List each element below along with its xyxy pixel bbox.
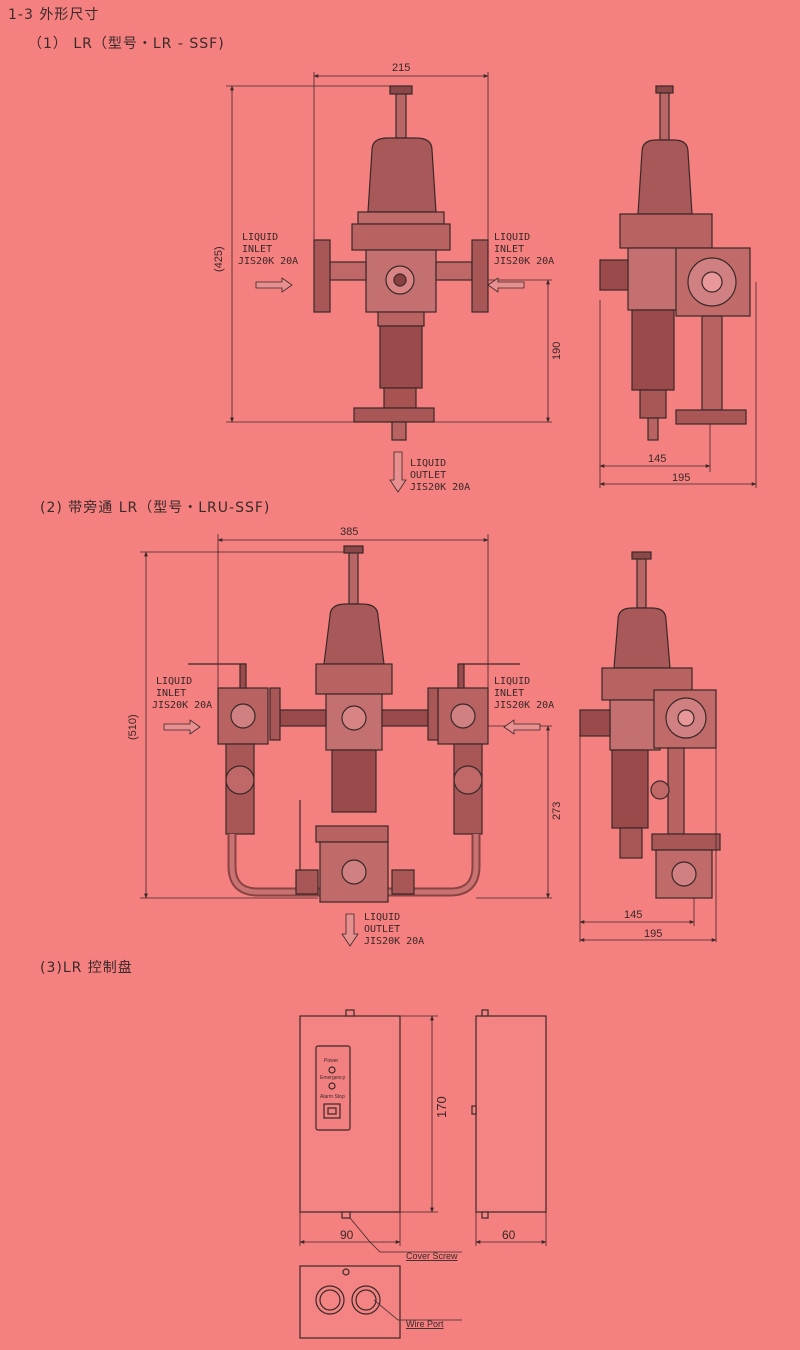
fig2-dim-height: (510) — [127, 714, 139, 740]
part3-heading: (3)LR 控制盘 — [40, 960, 133, 976]
svg-text:OUTLET: OUTLET — [364, 924, 400, 935]
fig1-outlet-label: LIQUID OUTLET JIS20K 20A — [410, 458, 470, 493]
svg-text:JIS20K 20A: JIS20K 20A — [238, 256, 298, 267]
fig2-front-view — [188, 545, 520, 903]
fig3-dimensions — [299, 1015, 547, 1321]
svg-text:LIQUID: LIQUID — [156, 676, 192, 687]
svg-text:LIQUID: LIQUID — [242, 232, 278, 243]
svg-text:INLET: INLET — [494, 688, 524, 699]
svg-text:INLET: INLET — [242, 244, 272, 255]
panel-alarm-label: Alarm Stop — [320, 1094, 345, 1100]
svg-text:JIS20K 20A: JIS20K 20A — [494, 700, 554, 711]
fig2-dim-width: 385 — [340, 526, 358, 538]
fig3-dim-depth: 60 — [502, 1228, 516, 1242]
fig1-dim-side-b: 195 — [672, 472, 690, 484]
fig3-dim-height: 170 — [434, 1096, 449, 1118]
fig2-inlet-left-label: LIQUID INLET JIS20K 20A — [152, 676, 212, 711]
fig2-dim-side-b: 195 — [644, 928, 662, 940]
fig1-side-dimensions — [599, 282, 757, 488]
part2-heading: (2) 带旁通 LR（型号・LRU-SSF) — [40, 500, 271, 516]
fig3-control-panel — [299, 1009, 547, 1339]
fig1-dim-width: 215 — [392, 62, 410, 74]
svg-text:INLET: INLET — [494, 244, 524, 255]
fig2-side-view — [579, 551, 721, 899]
fig1-dim-height: (425) — [213, 246, 225, 272]
svg-text:LIQUID: LIQUID — [494, 676, 530, 687]
fig2-outlet-label: LIQUID OUTLET JIS20K 20A — [364, 912, 424, 947]
fig2-dim-side-a: 145 — [624, 909, 642, 921]
fig3-dim-width: 90 — [340, 1228, 354, 1242]
wire-port-label: Wire Port — [406, 1319, 444, 1329]
fig1-front-view — [313, 85, 489, 441]
fig2-dim-outlet: 273 — [551, 802, 563, 820]
svg-text:LIQUID: LIQUID — [364, 912, 400, 923]
svg-text:JIS20K 20A: JIS20K 20A — [152, 700, 212, 711]
section-title: 1-3 外形尺寸 — [8, 7, 100, 23]
svg-text:JIS20K 20A: JIS20K 20A — [494, 256, 554, 267]
fig1-dim-side-a: 145 — [648, 453, 666, 465]
fig1-side-view — [599, 85, 751, 441]
fig1-dim-outlet: 190 — [551, 342, 563, 360]
fig2-inlet-right-label: LIQUID INLET JIS20K 20A — [494, 676, 554, 711]
fig1-dimensions — [226, 72, 552, 493]
svg-text:JIS20K 20A: JIS20K 20A — [410, 482, 470, 493]
svg-text:JIS20K 20A: JIS20K 20A — [364, 936, 424, 947]
part1-heading: （1） LR（型号・LR - SSF) — [28, 36, 225, 52]
svg-text:INLET: INLET — [156, 688, 186, 699]
fig1-inlet-left-label: LIQUID INLET JIS20K 20A — [238, 232, 298, 267]
svg-text:OUTLET: OUTLET — [410, 470, 446, 481]
fig2-side-dimensions — [579, 736, 717, 942]
fig2-dimensions — [140, 534, 552, 947]
cover-screw-label: Cover Screw — [406, 1251, 458, 1261]
svg-text:LIQUID: LIQUID — [410, 458, 446, 469]
panel-power-label: Power — [324, 1058, 339, 1064]
svg-text:LIQUID: LIQUID — [494, 232, 530, 243]
fig1-inlet-right-label: LIQUID INLET JIS20K 20A — [494, 232, 554, 267]
panel-emergency-label: Emergency — [320, 1075, 346, 1081]
